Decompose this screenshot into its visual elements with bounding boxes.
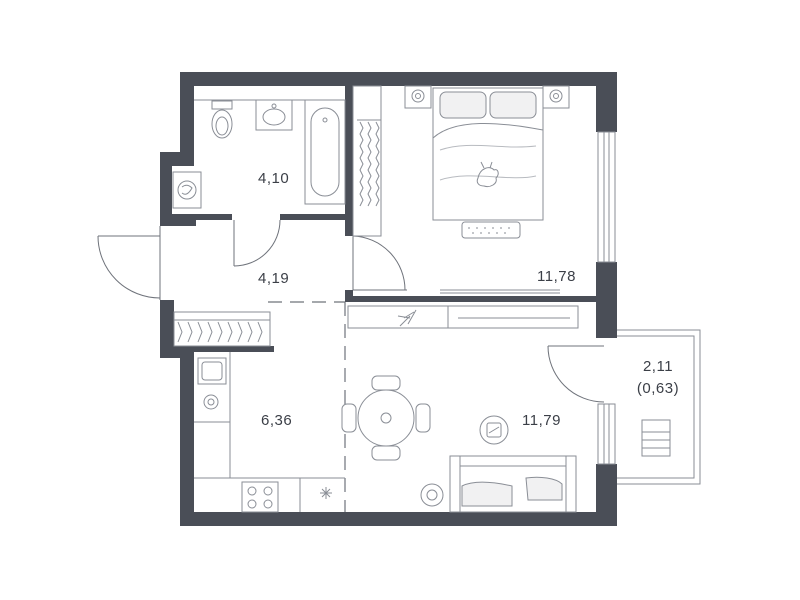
bathtub-icon <box>304 99 346 205</box>
nightstand-lamp-icon <box>404 85 570 109</box>
hallway-storage-icon <box>173 311 271 347</box>
living-area-label: 11,79 <box>522 412 561 429</box>
tv-icon <box>440 289 560 294</box>
bed-icon <box>432 87 544 239</box>
kitchen <box>194 352 345 513</box>
balcony <box>617 329 701 485</box>
sink-icon <box>255 99 293 131</box>
washing-machine-icon <box>172 171 202 209</box>
bathroom-area-label: 4,10 <box>258 170 290 187</box>
sofa-icon <box>449 455 577 513</box>
windows <box>597 131 616 465</box>
kitchen-sink-icon <box>197 357 227 385</box>
bedroom-area-label: 11,78 <box>537 268 576 285</box>
deck-chair-icon <box>641 419 671 457</box>
balcony-area: 2,11 <box>642 358 674 375</box>
dining-table-icon <box>341 375 431 461</box>
doors <box>97 219 605 403</box>
balcony-area-label: 2,11 (0,63) <box>626 356 690 400</box>
wardrobe-icon <box>352 85 382 237</box>
robot-vacuum-icon <box>479 415 509 445</box>
internal-walls <box>174 86 596 352</box>
dog-icon <box>476 161 499 187</box>
outer-walls <box>160 72 617 526</box>
side-table-icon <box>420 483 444 507</box>
stove-icon <box>241 481 279 513</box>
hallway-area-label: 4,19 <box>258 270 290 287</box>
fridge-icon <box>320 487 332 499</box>
kitchen-area-label: 6,36 <box>261 412 293 429</box>
bedroom <box>404 85 570 294</box>
toilet-icon <box>211 100 233 139</box>
balcony-area-reduced: (0,63) <box>636 380 680 397</box>
boiler-icon <box>203 394 219 410</box>
living <box>341 305 579 513</box>
bathroom <box>172 99 346 209</box>
plant-icon <box>397 309 417 327</box>
